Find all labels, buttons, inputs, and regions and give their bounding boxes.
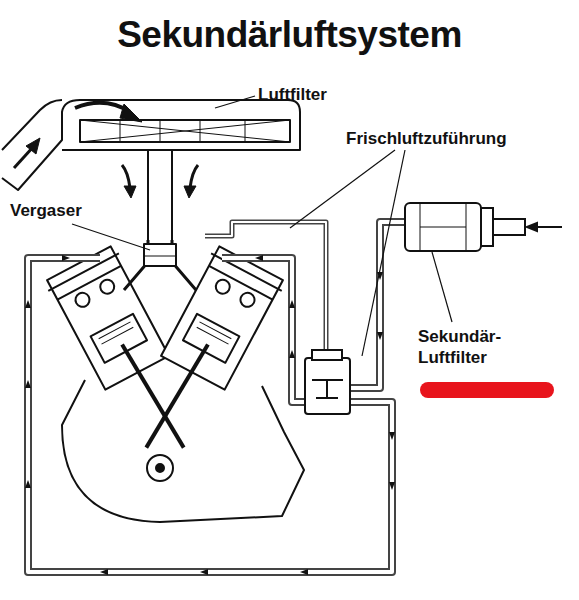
cylinder-block — [47, 246, 169, 389]
arrow-head — [120, 104, 142, 122]
arrow-head — [184, 186, 196, 198]
arrow-head — [527, 223, 537, 231]
arrow-head — [289, 300, 295, 308]
intake-manifold — [124, 240, 196, 290]
filter-hatch — [80, 120, 290, 142]
valve — [98, 277, 117, 296]
piston-rings — [99, 322, 134, 344]
filter-nozzle — [493, 219, 525, 235]
valve — [238, 290, 257, 309]
arrow-head — [25, 300, 31, 308]
arrow-head — [25, 480, 31, 488]
right-cylinder — [116, 244, 286, 469]
piston-rings — [197, 322, 232, 344]
secondary-air-filter — [405, 203, 562, 251]
leader-line — [432, 252, 452, 322]
crank-pin — [156, 464, 164, 472]
filter-detail — [420, 203, 466, 251]
arrow-head — [124, 186, 136, 198]
valve-cap — [312, 350, 342, 360]
filter-element — [80, 120, 290, 142]
carburettor-throat — [144, 256, 176, 257]
part-label: Vergaser — [10, 200, 110, 221]
arrow-head — [255, 255, 263, 261]
air-box-outline — [2, 100, 300, 190]
air-pipe — [222, 258, 305, 402]
pipes — [28, 222, 405, 572]
valve-diaphragm — [312, 380, 343, 398]
arrow-head — [62, 255, 70, 261]
pipe-flow-arrows — [25, 255, 395, 575]
valve — [73, 290, 92, 309]
leader-line — [290, 150, 395, 228]
arrow-head — [100, 569, 108, 575]
arrow-head — [26, 138, 40, 154]
air-pipe-bore — [222, 258, 305, 402]
filter-body — [405, 203, 481, 251]
fresh-air-pipe-bore — [350, 222, 405, 388]
valve — [213, 277, 232, 296]
vacuum-line — [205, 222, 326, 358]
carburettor — [144, 244, 176, 266]
fresh-air-pipe — [350, 222, 405, 388]
arrow-head — [25, 380, 31, 388]
vacuum-line-bore — [205, 222, 326, 358]
con-rod — [146, 342, 208, 451]
arrow-head — [300, 569, 308, 575]
part-label: Sekundär- Luftfilter — [418, 326, 522, 369]
crankshaft — [147, 455, 173, 481]
leader-line — [362, 150, 405, 356]
air-flow-arrows — [14, 103, 198, 198]
leader-line — [215, 96, 255, 108]
air-pipe-bore — [28, 258, 392, 572]
diagram-title: Sekundärluftsystem — [0, 14, 579, 56]
cylinder-block — [161, 246, 283, 389]
arrow-head — [377, 332, 383, 340]
arrow-head — [200, 569, 208, 575]
leader-line — [72, 224, 150, 250]
engine — [44, 240, 304, 522]
air-filter-housing — [2, 100, 300, 240]
flow-arrow — [122, 165, 130, 188]
arrow-head — [389, 482, 395, 490]
piston — [183, 314, 239, 363]
crankcase — [62, 380, 304, 522]
intake-neck — [148, 150, 172, 240]
air-pipe — [28, 258, 392, 572]
arrow-head — [389, 432, 395, 440]
piston — [91, 314, 147, 363]
arrow-head — [289, 350, 295, 358]
flow-arrow — [190, 165, 198, 188]
highlight-bar — [420, 382, 554, 398]
valve-body — [305, 358, 350, 414]
filter-cap — [481, 208, 493, 246]
part-label: Frischluftzuführung — [346, 128, 546, 149]
part-label: Luftfilter — [258, 84, 378, 105]
control-valve — [305, 350, 350, 414]
